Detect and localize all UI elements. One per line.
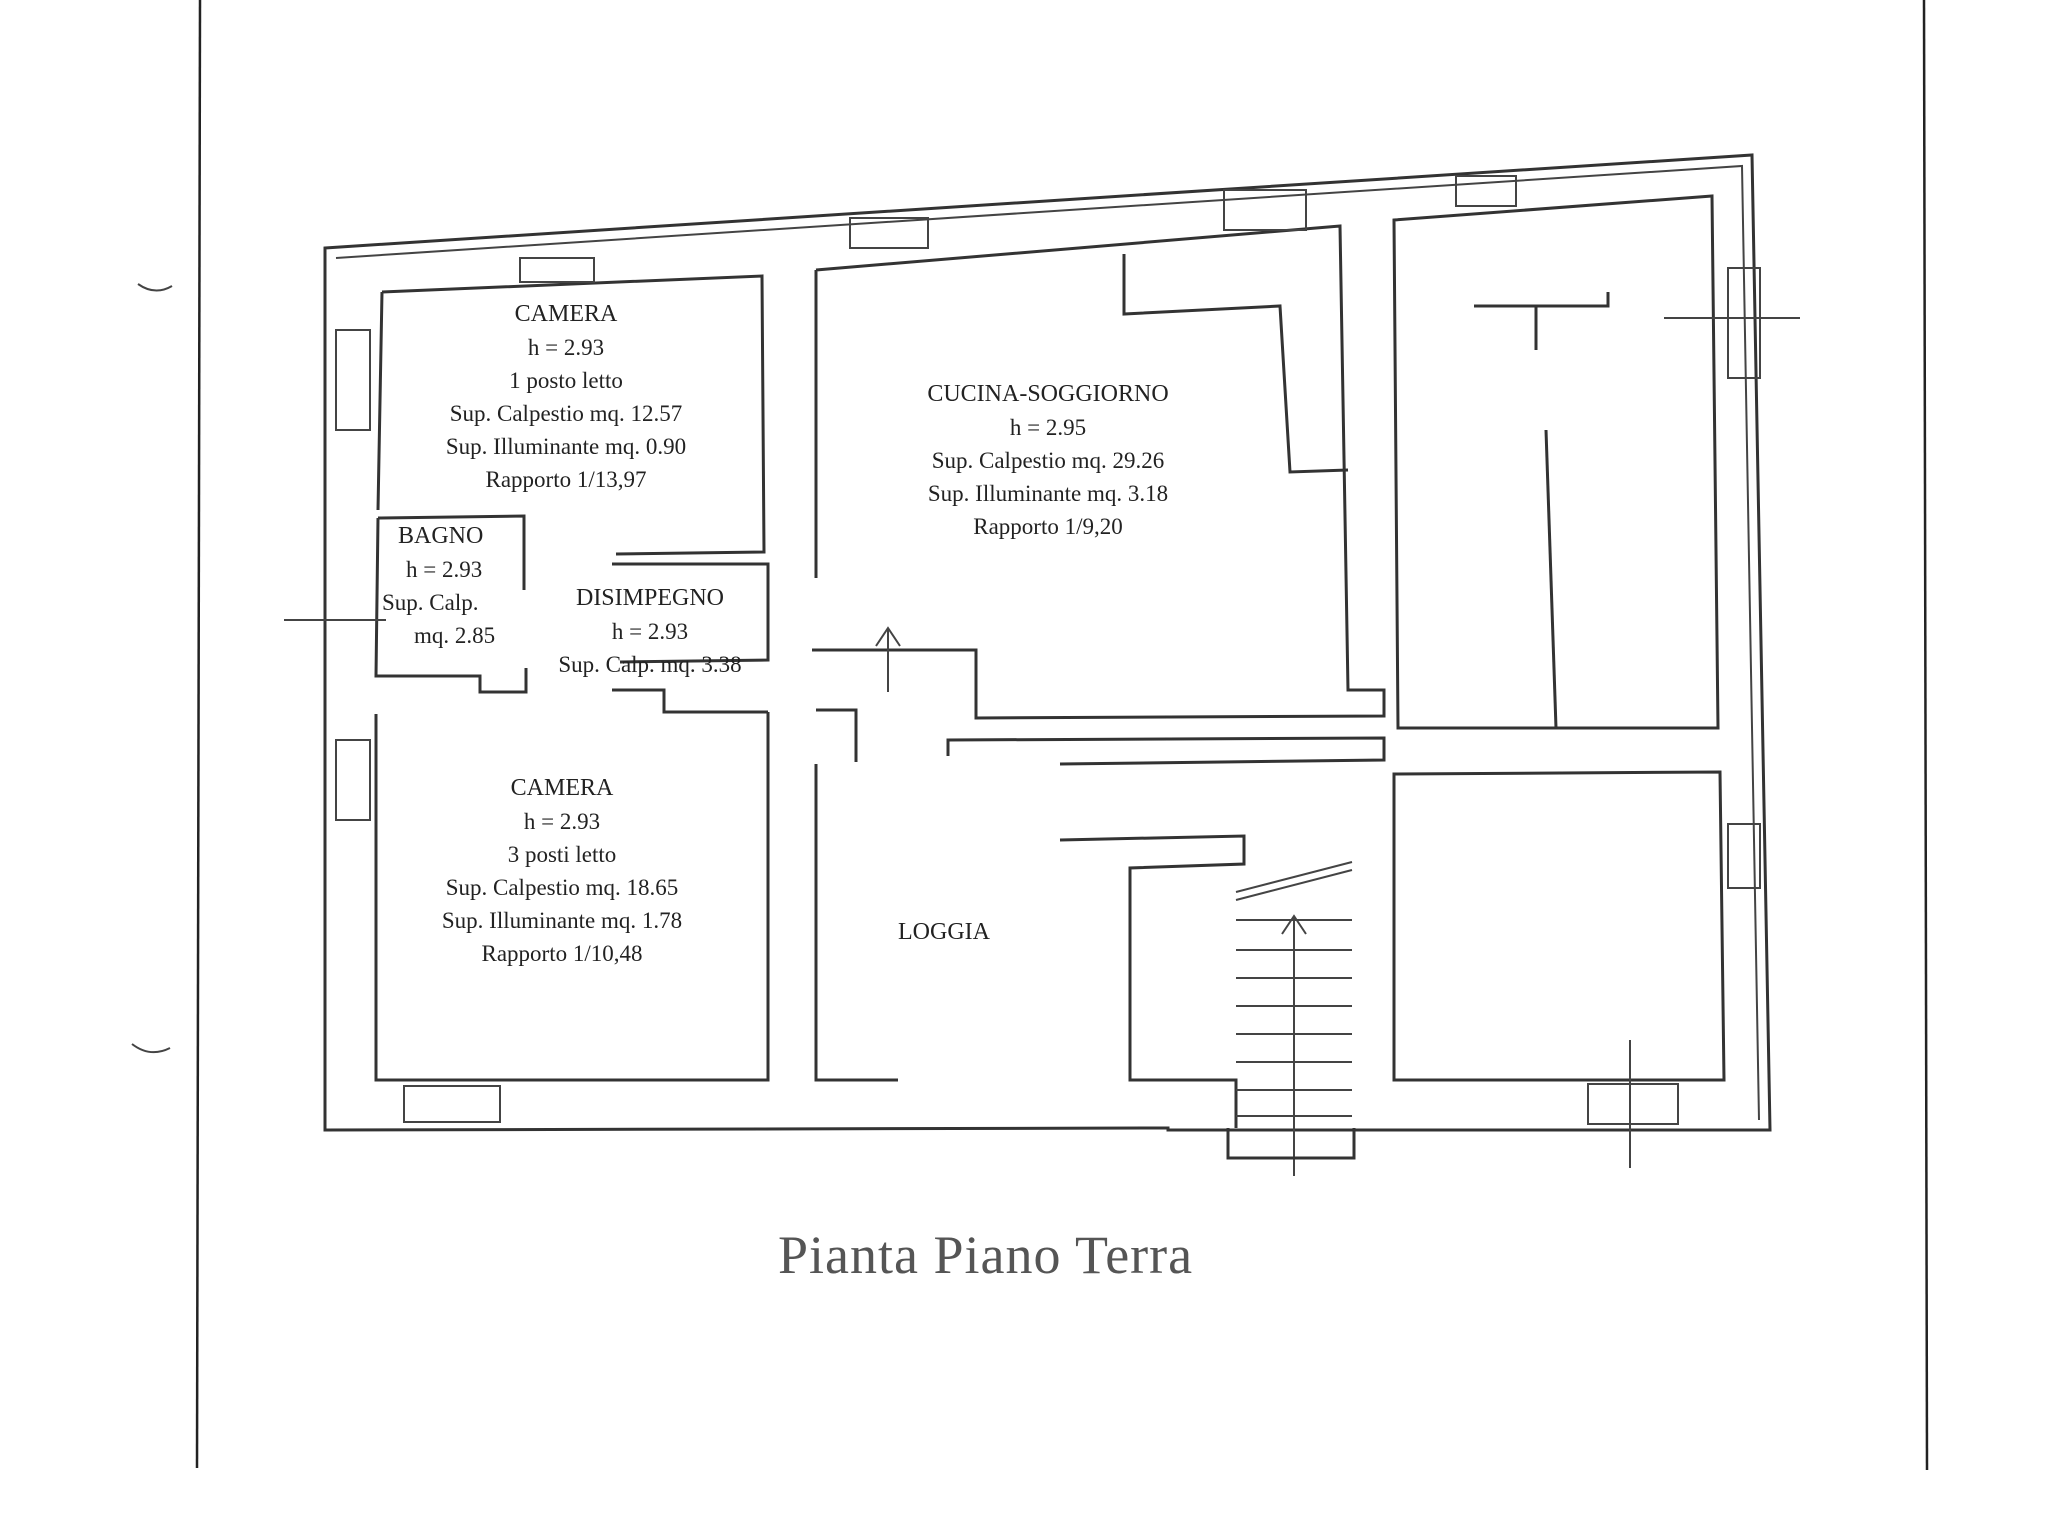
stair-block	[1059, 834, 1246, 1128]
room-name: LOGGIA	[898, 919, 990, 945]
plan-title: Pianta Piano Terra	[778, 1225, 1194, 1285]
room-label-disimpegno: DISIMPEGNO h = 2.93 Sup. Calp. mq. 3.38	[558, 582, 741, 681]
room-calpestio: Sup. Calp.	[382, 590, 479, 615]
room-height: h = 2.93	[523, 809, 601, 834]
room-name: CUCINA-SOGGIORNO	[927, 381, 1169, 407]
punch-hole-mark	[131, 1043, 171, 1054]
page-frame-right	[1922, 0, 1929, 1471]
corridor-wall	[946, 736, 1386, 766]
room-label-loggia: LOGGIA	[898, 916, 990, 949]
room-illuminante: Sup. Illuminante mq. 1.78	[441, 908, 683, 933]
room-calpestio: Sup. Calpestio mq. 18.65	[445, 875, 679, 900]
room-rapporto: Rapporto 1/9,20	[973, 514, 1123, 539]
room-calpestio-value: mq. 2.85	[414, 623, 496, 648]
room-height: h = 2.95	[1009, 415, 1087, 440]
right-room-upper	[1392, 194, 1720, 730]
room-rapporto: Rapporto 1/10,48	[481, 941, 643, 966]
partition	[1544, 429, 1558, 729]
camera2-walls	[374, 712, 770, 1082]
room-label-bagno: BAGNO h = 2.93 Sup. Calp. mq. 2.85	[382, 520, 495, 652]
room-beds: 1 posto letto	[509, 368, 623, 393]
room-beds: 3 posti letto	[507, 842, 617, 867]
room-label-cucina: CUCINA-SOGGIORNO h = 2.95 Sup. Calpestio…	[927, 378, 1168, 543]
camera1-walls	[376, 274, 766, 556]
room-calpestio: Sup. Calpestio mq. 29.26	[931, 448, 1165, 473]
room-name: DISIMPEGNO	[575, 585, 724, 611]
section-lines	[284, 317, 1800, 1168]
room-rapporto: Rapporto 1/13,97	[485, 467, 647, 492]
doorway-symbol	[875, 626, 901, 692]
stair-landing	[1226, 1128, 1356, 1160]
right-room-lower	[1392, 770, 1726, 1082]
room-label-camera2: CAMERA h = 2.93 3 posti letto Sup. Calpe…	[442, 772, 682, 970]
disimpegno-walls	[612, 562, 770, 714]
windows	[335, 175, 1761, 1125]
cucina-niche	[1122, 254, 1349, 474]
outer-wall-outline	[323, 153, 1772, 1132]
room-illuminante: Sup. Illuminante mq. 3.18	[927, 481, 1169, 506]
page-frame-left	[195, 0, 202, 1469]
bagno-walls	[374, 514, 528, 694]
loggia-walls	[814, 708, 898, 1082]
room-calpestio: Sup. Calpestio mq. 12.57	[449, 401, 683, 426]
room-height: h = 2.93	[527, 335, 605, 360]
room-name: BAGNO	[398, 523, 484, 549]
room-label-camera1: CAMERA h = 2.93 1 posto letto Sup. Calpe…	[446, 298, 686, 496]
room-name: CAMERA	[514, 301, 618, 327]
room-name: CAMERA	[510, 775, 614, 801]
room-illuminante: Sup. Illuminante mq. 0.90	[445, 434, 687, 459]
room-height: h = 2.93	[406, 557, 483, 582]
punch-hole-mark	[137, 283, 173, 292]
cucina-walls	[812, 224, 1386, 720]
outer-wall-inner	[335, 164, 1760, 1121]
stair-arrow	[1281, 914, 1307, 1176]
room-calpestio: Sup. Calp. mq. 3.38	[558, 652, 742, 677]
room-height: h = 2.93	[611, 619, 689, 644]
